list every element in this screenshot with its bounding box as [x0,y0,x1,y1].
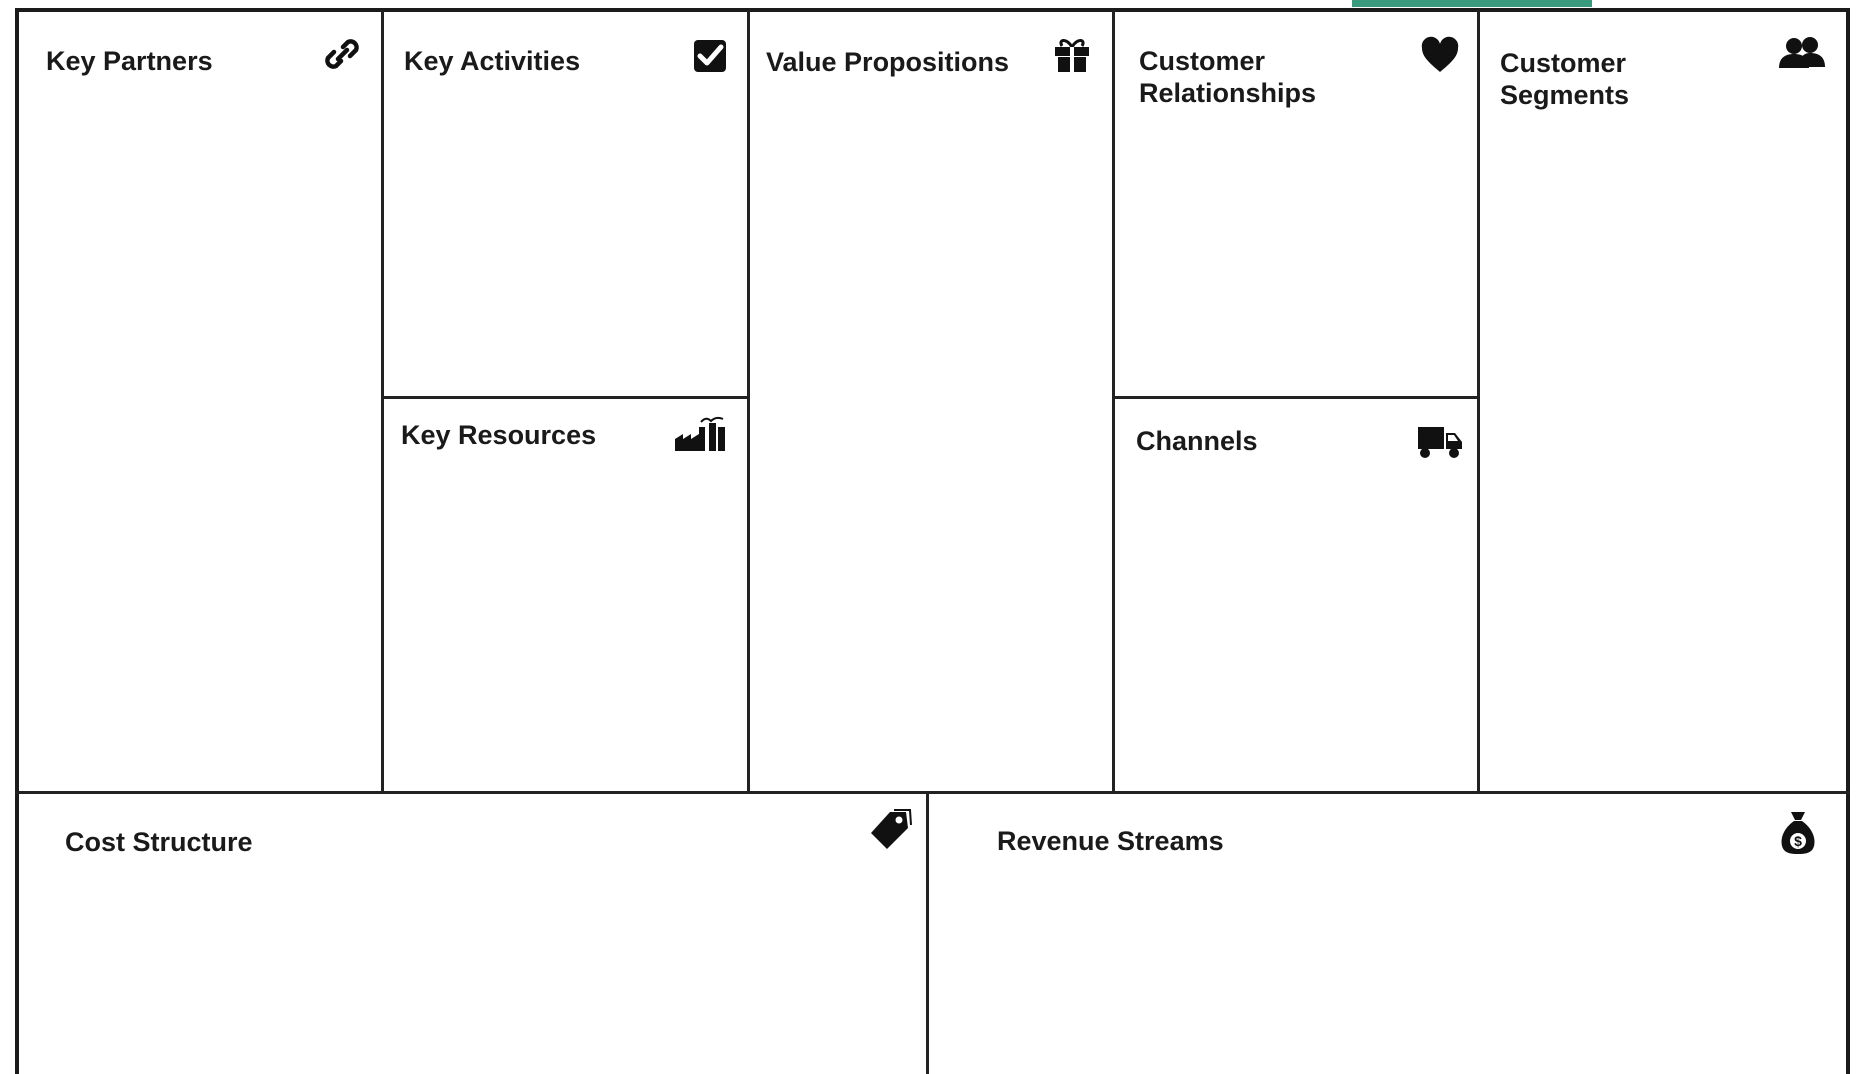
cost-structure-block[interactable]: Cost Structure [19,794,926,1074]
channels-title: Channels [1136,426,1258,456]
key-resources-block[interactable]: Key Resources [384,399,747,791]
customer-segments-block[interactable]: Customer Segments [1480,12,1846,791]
checkbox-icon [690,36,730,76]
divider [1477,10,1480,792]
customer-relationships-block[interactable]: Customer Relationships [1115,12,1477,396]
money-bag-icon: $ [1778,808,1818,856]
divider [926,792,929,1074]
customer-relationships-title: Customer Relationships [1139,46,1317,108]
customer-segments-title: Customer Segments [1500,48,1630,110]
cost-structure-title: Cost Structure [65,827,253,857]
gift-icon [1052,34,1092,74]
key-partners-title: Key Partners [46,46,213,76]
divider [1112,396,1480,399]
svg-text:$: $ [1794,833,1802,849]
divider [381,10,384,792]
divider [747,10,750,792]
key-activities-block[interactable]: Key Activities [384,12,747,396]
truck-icon [1417,421,1463,461]
link-icon [323,34,363,74]
users-icon [1777,34,1827,74]
divider [381,396,750,399]
divider [1112,10,1115,792]
heart-icon [1420,36,1460,76]
canvas-frame [15,8,1850,1074]
key-partners-block[interactable]: Key Partners [19,12,381,791]
divider [15,791,1850,794]
key-activities-title: Key Activities [404,46,581,76]
price-tag-icon [868,808,912,852]
key-resources-title: Key Resources [401,420,597,450]
factory-icon [673,413,727,453]
value-propositions-block[interactable]: Value Propositions [750,12,1112,791]
accent-tab [1352,0,1592,7]
revenue-streams-block[interactable]: Revenue Streams $ [929,794,1846,1074]
channels-block[interactable]: Channels [1115,399,1477,791]
revenue-streams-title: Revenue Streams [997,826,1224,856]
value-propositions-title: Value Propositions [766,47,1010,77]
